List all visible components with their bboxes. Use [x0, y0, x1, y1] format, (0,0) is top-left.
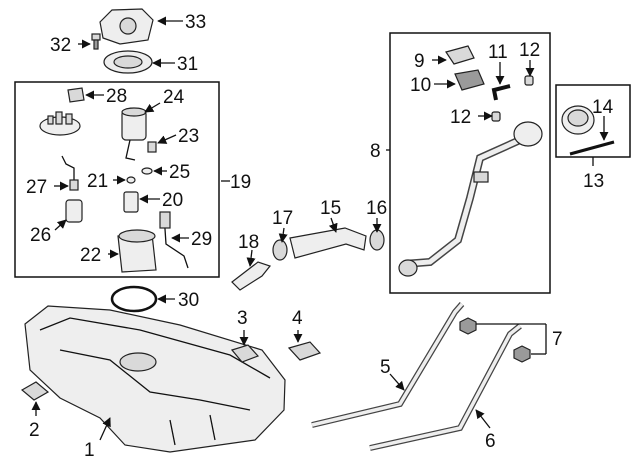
part-13-tether [569, 140, 615, 156]
part-5-strap [311, 302, 465, 428]
callout-31: 31 [177, 54, 198, 75]
part-2-pad [20, 381, 50, 401]
callout-22: 22 [80, 245, 101, 266]
callout-18: 18 [238, 232, 259, 253]
callout-2: 2 [29, 420, 40, 441]
part-14-fuel-cap [561, 105, 595, 135]
part-24-fuel-pump [121, 107, 147, 161]
part-22-pump-housing [117, 229, 157, 273]
part-29-sender [159, 211, 189, 269]
part-9-bracket [445, 45, 475, 65]
part-4-pad [287, 341, 322, 361]
part-12-clip-b [491, 111, 501, 122]
callout-12-lower: 12 [450, 107, 471, 128]
callout-3: 3 [237, 308, 248, 329]
callout-15: 15 [320, 198, 341, 219]
part-31-ring [103, 50, 153, 74]
part-12-clip-a [524, 75, 534, 86]
callout-32: 32 [50, 35, 71, 56]
callout-21: 21 [87, 171, 108, 192]
part-24-pump-flange [39, 111, 81, 136]
callout-4: 4 [292, 308, 303, 329]
callout-labels: 33 32 31 28 24 23 25 27 21 20 19 26 22 2… [26, 12, 614, 461]
callout-26: 26 [30, 225, 51, 246]
callout-33: 33 [185, 12, 206, 33]
callout-23: 23 [178, 126, 199, 147]
part-17-clamp [272, 239, 288, 261]
part-32-bolt [91, 33, 101, 50]
part-3-pad [230, 344, 260, 363]
callout-12-upper: 12 [519, 40, 540, 61]
part-8-filler-neck [398, 121, 543, 277]
callout-11: 11 [488, 42, 508, 63]
part-33-cover [99, 8, 154, 45]
part-23-sensor [147, 141, 157, 153]
part-7-nut-b [513, 345, 531, 363]
part-16-clamp [369, 229, 385, 251]
callout-7: 7 [552, 329, 563, 350]
callout-6: 6 [485, 431, 496, 452]
part-28-connector [67, 87, 85, 103]
callout-25: 25 [169, 162, 190, 183]
callout-24: 24 [163, 87, 185, 108]
part-30-gasket [110, 285, 158, 313]
part-20-filter [123, 191, 139, 213]
callout-9: 9 [414, 51, 425, 72]
callout-14: 14 [592, 97, 614, 118]
pump-assembly-box [14, 81, 220, 278]
callout-27: 27 [26, 177, 47, 198]
part-15-hose [289, 227, 367, 259]
callout-20: 20 [162, 190, 183, 211]
part-11-hose [491, 84, 511, 101]
callout-1: 1 [84, 440, 95, 461]
part-27-fitting [61, 155, 79, 191]
part-18-bracket [231, 261, 272, 291]
callout-17: 17 [272, 208, 293, 229]
callout-30: 30 [178, 290, 199, 311]
callout-28: 28 [106, 86, 127, 107]
part-21-ring [126, 176, 136, 184]
callout-29: 29 [191, 229, 212, 250]
callout-19: 19 [230, 172, 251, 193]
filler-neck-box [389, 32, 551, 294]
part-1-fuel-tank [24, 305, 286, 453]
callout-5: 5 [380, 357, 391, 378]
part-10-valve [454, 69, 485, 91]
callout-16: 16 [366, 198, 387, 219]
part-7-nut-a [459, 317, 477, 335]
callout-13: 13 [583, 171, 604, 192]
part-26-regulator [65, 199, 83, 223]
callout-8: 8 [370, 141, 381, 162]
callout-10: 10 [410, 75, 431, 96]
part-6-strap [369, 323, 522, 451]
leader-lines [31, 16, 609, 441]
part-25-oring [141, 167, 153, 175]
